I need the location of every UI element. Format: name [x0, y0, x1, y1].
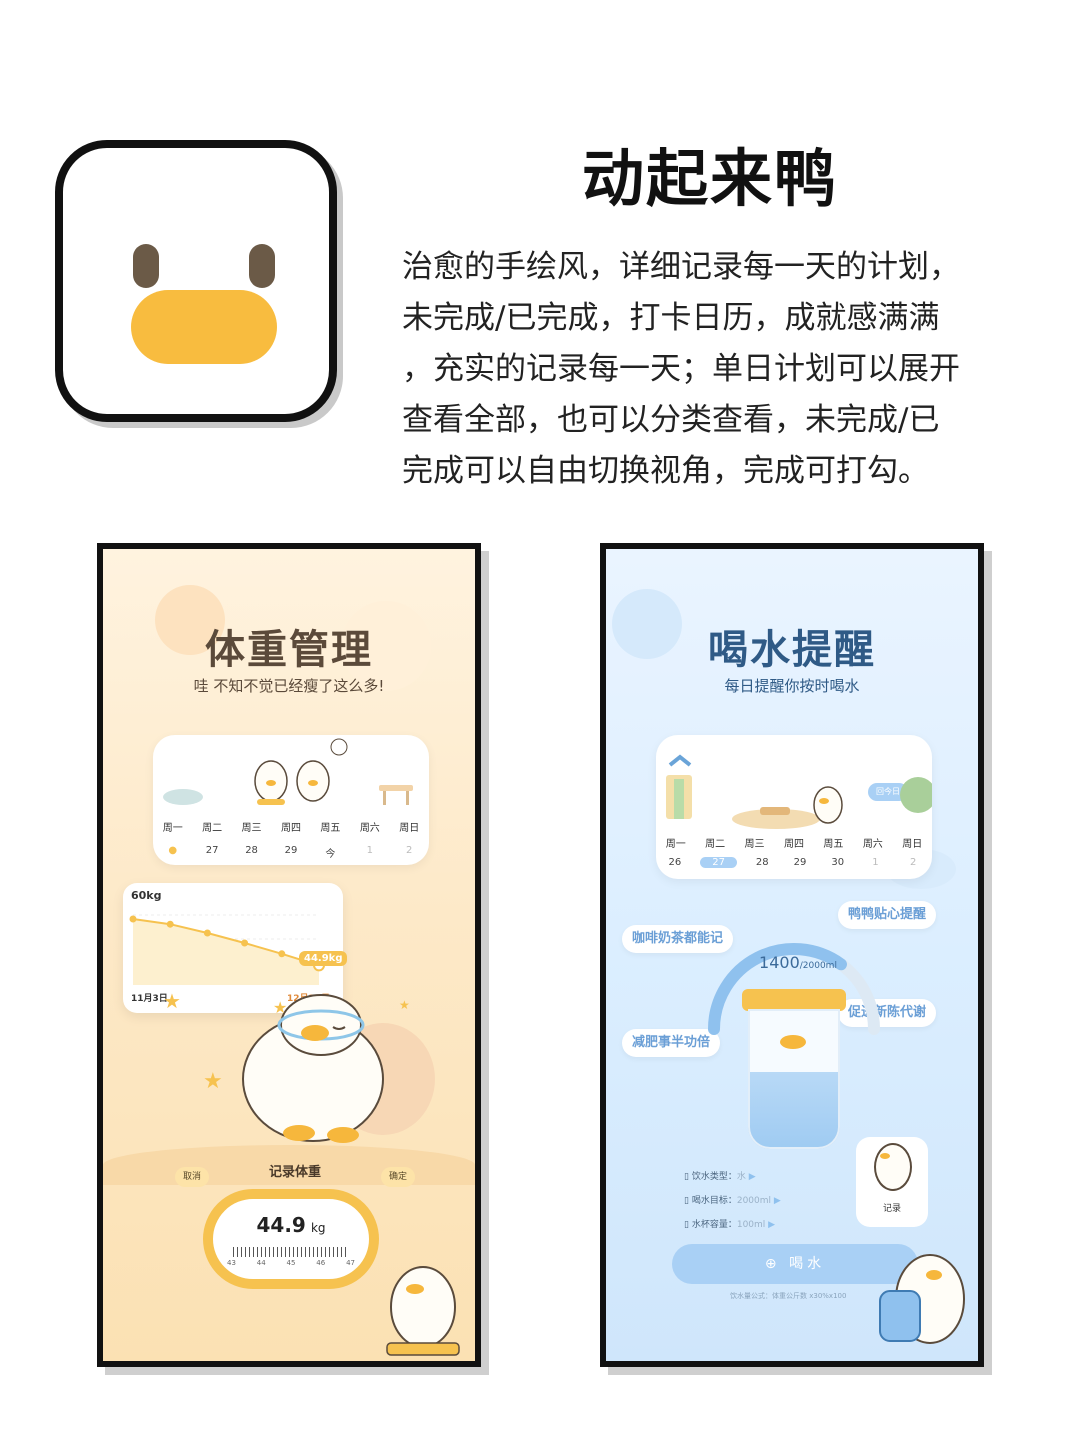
weekday-label: 周四 — [280, 823, 301, 834]
weekday-label: 周五 — [320, 823, 341, 834]
chart-point — [203, 929, 211, 937]
sleeping-duck-illustration: ★ ★ — [242, 994, 435, 1143]
calendar-day[interactable]: 28 — [755, 857, 769, 868]
plus-circle-icon: ⊕ — [764, 1256, 781, 1272]
weekday-label: 周四 — [783, 839, 804, 850]
water-calendar-card: 回今日 周一 周二 周三 周四 周五 周六 周日 26 27 28 29 30 … — [656, 735, 932, 879]
water-progress-text: 1400/2000ml — [606, 953, 978, 972]
formula-note: 饮水量公式：体重公斤数 x30%x100 — [730, 1292, 847, 1300]
water-goal: /2000ml — [799, 961, 837, 971]
description-line: 查看全部，也可以分类查看，未完成/已 — [402, 402, 940, 438]
app-title: 动起来鸭 — [581, 142, 838, 215]
chart-area — [133, 919, 319, 985]
cancel-button[interactable]: 取消 — [175, 1167, 209, 1187]
weight-calendar-card: 周一 周二 周三 周四 周五 周六 周日 ● 27 28 29 今 1 2 — [153, 735, 429, 865]
chart-line-weight — [132, 918, 320, 967]
duck-on-scale-illustration — [386, 1266, 460, 1356]
ruler-tick-label: 45 — [286, 1259, 296, 1267]
confirm-button[interactable]: 确定 — [381, 1167, 415, 1187]
record-weight-title: 记录体重 — [268, 1165, 321, 1180]
setting-cup-size[interactable]: ▯ 水杯容量：100ml ▶ — [684, 1220, 776, 1230]
feature-bubble: 咖啡奶茶都能记 — [622, 925, 734, 953]
chart-current-value: 44.9kg — [299, 951, 348, 966]
calendar-day-today[interactable]: 今 — [325, 849, 336, 860]
chart-y-label: 60kg — [131, 889, 162, 902]
weekday-label: 周一 — [162, 823, 183, 834]
weekday-label: 周日 — [399, 823, 420, 834]
weight-chart-card: 60kg 11月3日 12月26日 44.9kg — [123, 883, 348, 1013]
cup-duck-beak — [780, 1035, 806, 1049]
ruler-tick-label: 43 — [227, 1259, 236, 1267]
calendar-day[interactable]: 30 — [831, 857, 845, 868]
weekday-label: 周六 — [862, 839, 883, 850]
star-icon: ★ — [203, 1069, 223, 1094]
app-icon — [55, 140, 337, 422]
calendar-day[interactable]: 29 — [284, 845, 298, 856]
chart-point — [166, 920, 174, 928]
chart-start-date: 11月3日 — [131, 994, 168, 1004]
weekday-label: 周五 — [823, 839, 844, 850]
water-current: 1400 — [759, 953, 800, 972]
calendar-day[interactable]: 1 — [872, 857, 879, 868]
calendar-day[interactable]: 26 — [668, 857, 682, 868]
weekday-label: 周六 — [359, 823, 380, 834]
record-label: 记录 — [882, 1204, 901, 1214]
duck-right-eye — [249, 244, 275, 288]
weight-ruler[interactable] — [233, 1247, 349, 1257]
description-line: 治愈的手绘风，详细记录每一天的计划， — [402, 249, 960, 285]
back-to-today-button[interactable]: 回今日 — [868, 783, 908, 801]
calendar-day[interactable]: 2 — [406, 845, 413, 856]
water-progress-arc — [708, 943, 880, 1035]
ruler-tick-label: 44 — [256, 1259, 266, 1267]
description-line: ，充实的记录每一天；单日计划可以展开 — [402, 351, 960, 387]
description-line: 未完成/已完成，打卡日历，成就感满满 — [402, 300, 940, 336]
water-subtitle: 每日提醒你按时喝水 — [724, 677, 860, 695]
weekday-label: 周三 — [744, 839, 765, 850]
calendar-day[interactable]: 2 — [909, 857, 917, 868]
ducks-scene-illustration — [163, 738, 413, 805]
weight-screen: 体重管理 哇 不知不觉已经瘦了这么多! 周一 周二 周三 周四 周五 周六 周日… — [97, 543, 481, 1367]
weight-subtitle: 哇 不知不觉已经瘦了这么多! — [193, 677, 385, 695]
calendar-day[interactable]: 29 — [793, 857, 807, 868]
calendar-day[interactable]: 27 — [205, 845, 219, 856]
record-card[interactable]: 记录 — [856, 1137, 928, 1227]
duck-beak — [131, 290, 277, 364]
feature-bubble: 鸭鸭贴心提醒 — [838, 901, 937, 929]
cup-lid — [742, 989, 846, 1011]
calendar-day-selected[interactable]: 27 — [699, 857, 738, 868]
app-description: 治愈的手绘风，详细记录每一天的计划， 未完成/已完成，打卡日历，成就感满满 ，充… — [402, 242, 1042, 497]
ruler-tick-label: 46 — [316, 1259, 326, 1267]
setting-drink-type[interactable]: ▯ 饮水类型：水 ▶ — [684, 1172, 756, 1182]
weight-unit: kg — [310, 1221, 326, 1235]
chart-point — [129, 915, 137, 923]
chart-point — [241, 939, 249, 947]
feature-bubble: 促进新陈代谢 — [838, 999, 937, 1027]
weekday-label: 周一 — [665, 839, 686, 850]
water-title: 喝水提醒 — [708, 627, 876, 673]
duck-left-eye — [133, 244, 159, 288]
weekday-label: 周二 — [705, 839, 726, 850]
weight-value: 44.9 — [256, 1213, 306, 1237]
calendar-day[interactable]: 28 — [245, 845, 258, 856]
star-icon: ★ — [163, 989, 181, 1013]
weight-dial[interactable]: 44.9 kg 43 44 45 46 47 — [203, 1189, 379, 1289]
weekday-label: 周二 — [202, 823, 223, 834]
drink-water-button[interactable]: ⊕ 喝水 — [672, 1244, 918, 1284]
calendar-day-duck-icon[interactable]: ● — [168, 845, 178, 856]
weekday-label: 周日 — [902, 839, 923, 850]
water-screen: 喝水提醒 每日提醒你按时喝水 回今日 周一 周二 周三 周四 周五 周六 周日 … — [600, 543, 984, 1367]
svg-text:★: ★ — [399, 998, 410, 1012]
setting-drink-goal[interactable]: ▯ 喝水目标：2000ml ▶ — [684, 1196, 781, 1206]
ruler-tick-label: 47 — [346, 1259, 355, 1267]
duck-hugging-water-jug-illustration — [879, 1254, 965, 1344]
water-cup[interactable] — [748, 1009, 840, 1149]
svg-text:★: ★ — [273, 998, 287, 1017]
description-line: 完成可以自由切换视角，完成可打勾。 — [402, 453, 929, 489]
water-room-illustration — [666, 754, 932, 829]
chart-point — [278, 950, 286, 958]
feature-bubble: 减肥事半功倍 — [622, 1029, 721, 1057]
weekday-label: 周三 — [241, 823, 262, 834]
weight-title: 体重管理 — [205, 627, 373, 673]
calendar-day[interactable]: 1 — [366, 845, 373, 856]
